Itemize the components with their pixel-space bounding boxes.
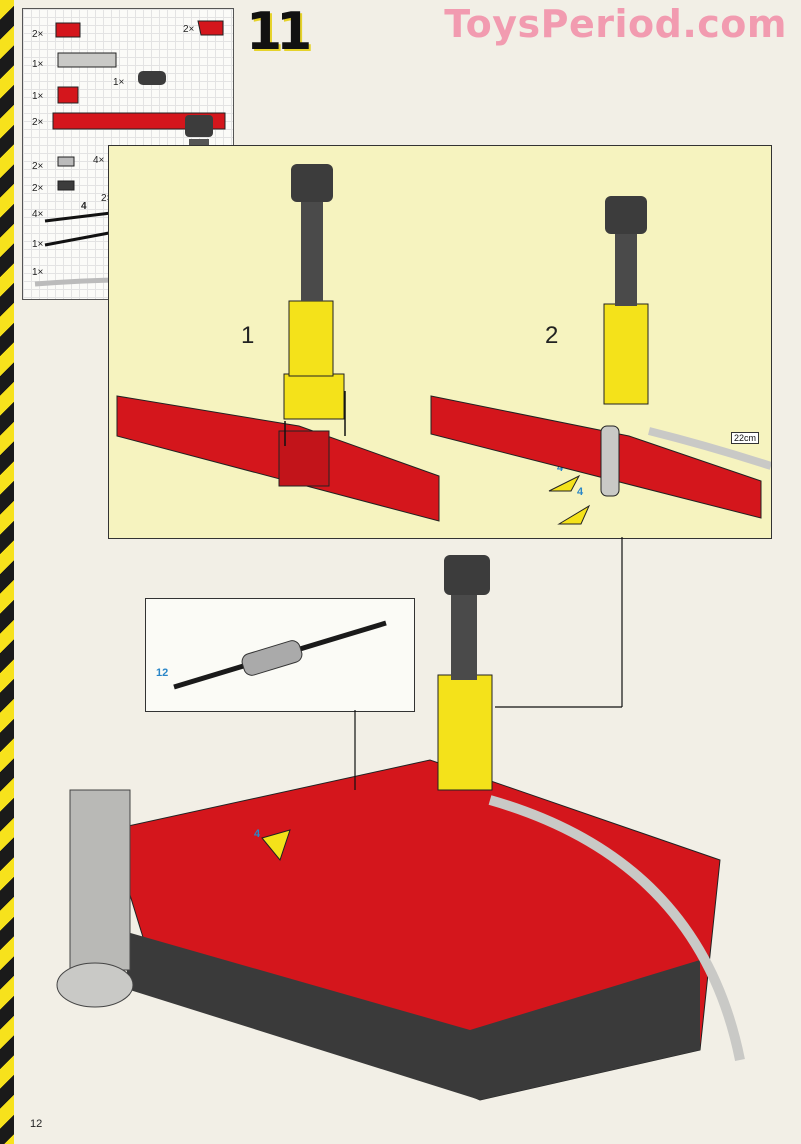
parts-qty: 2× [32, 29, 44, 40]
parts-qty: 1× [32, 239, 44, 250]
parts-qty: 1× [32, 59, 44, 70]
axle-callout-illustration [173, 620, 387, 690]
parts-qty: 2× [183, 24, 195, 35]
parts-qty: 1× [32, 267, 44, 278]
subassembly-illustration [116, 164, 771, 525]
parts-qty: 2× [32, 117, 44, 128]
parts-qty: 1× [113, 77, 125, 88]
hazard-stripe-border [0, 0, 14, 1144]
substep-number: 2 [545, 322, 559, 349]
parts-qty: 2× [32, 183, 44, 194]
axle-length-label: 4 [254, 828, 261, 840]
axle-length-label: 4 [577, 486, 584, 498]
step-number: 11 [246, 2, 312, 62]
parts-qty: 2× [32, 161, 44, 172]
subassembly-panel: 1 2 22cm 4 4 [108, 145, 772, 539]
axle-length-label: 4 [557, 462, 564, 474]
axle-length-label: 12 [156, 667, 169, 679]
parts-qty: 4× [32, 209, 44, 220]
page-number: 12 [30, 1118, 43, 1130]
tube-length-label: 22cm [731, 432, 760, 444]
watermark: ToysPeriod.com [444, 2, 787, 46]
parts-qty: 1× [32, 91, 44, 102]
axle-length-label: 4 [81, 201, 87, 212]
parts-qty: 2× [101, 193, 113, 204]
axle-callout: 12 [145, 598, 415, 712]
substep-number: 1 [241, 322, 255, 349]
parts-qty: 4× [93, 155, 105, 166]
